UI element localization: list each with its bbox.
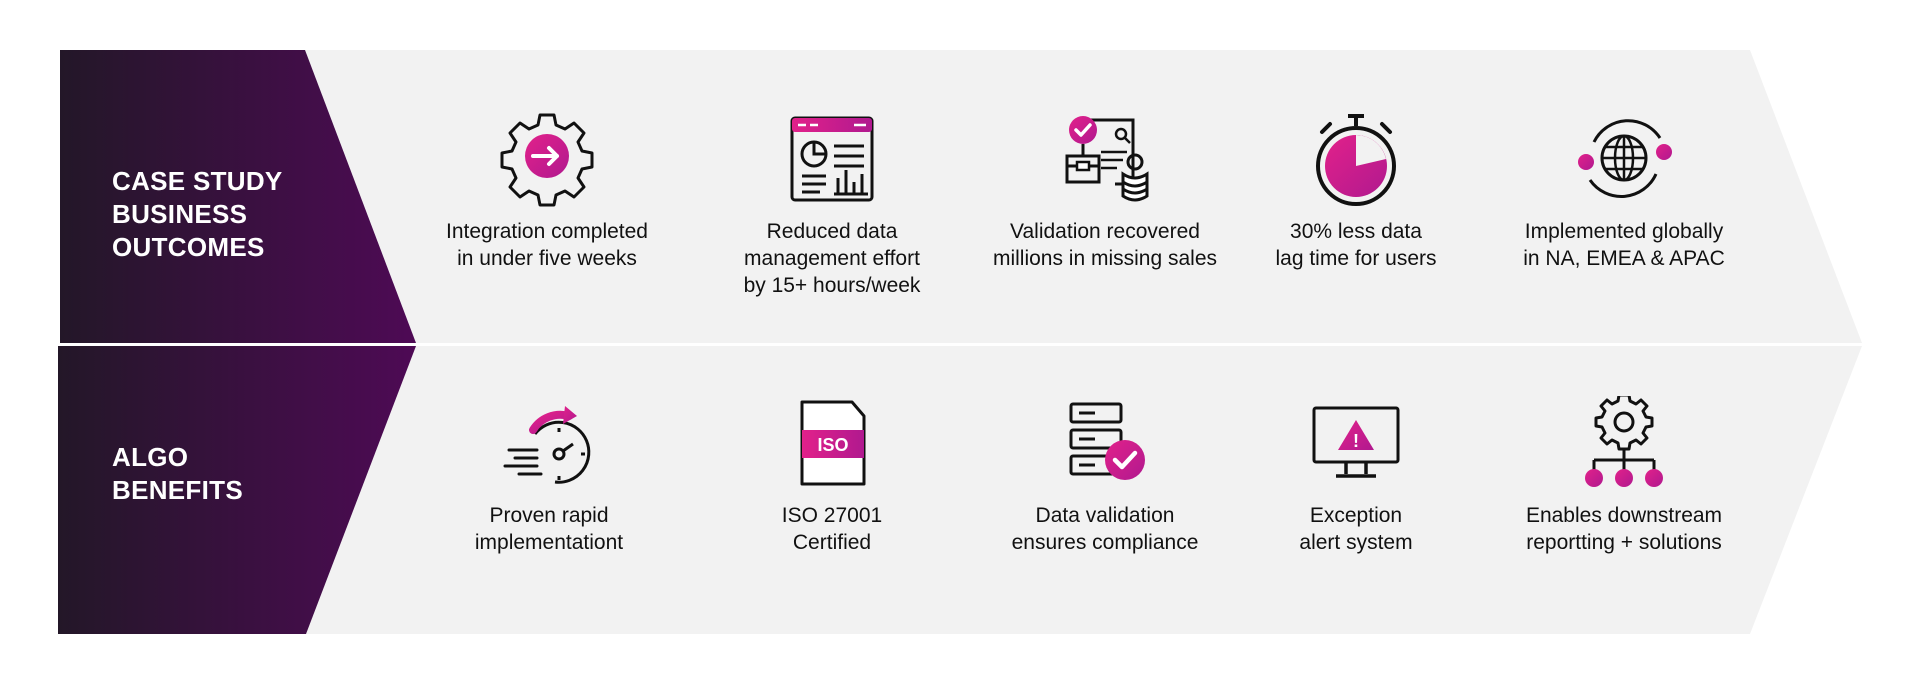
- iso-document-icon: ISO: [800, 400, 866, 486]
- caption-line: Implemented globally: [1524, 220, 1724, 243]
- item-caption: ISO 27001 Certified: [712, 502, 952, 556]
- outcome-item-integration: Integration completed in under five week…: [427, 112, 667, 272]
- outcome-item-reduced-effort: Reduced data management effort by 15+ ho…: [712, 112, 952, 299]
- caption-line: reportting + solutions: [1526, 531, 1722, 554]
- row-label-line: BENEFITS: [112, 475, 243, 505]
- caption-line: 30% less data: [1290, 220, 1422, 243]
- outcome-item-lag-time: 30% less data lag time for users: [1236, 112, 1476, 272]
- chevron-row-bottom: [58, 346, 1862, 634]
- benefit-item-iso-certified: ISO ISO 27001 Certified: [712, 396, 952, 556]
- document-validation-icon: [1065, 116, 1149, 202]
- caption-line: Data validation: [1035, 504, 1175, 527]
- globe-orbit-icon: [1578, 119, 1672, 198]
- gear-network-icon: [1585, 396, 1663, 487]
- iso-badge-text: ISO: [817, 435, 848, 455]
- gear-arrow-icon: [500, 113, 594, 207]
- benefit-item-data-validation: Data validation ensures compliance: [985, 396, 1225, 556]
- caption-line: millions in missing sales: [992, 247, 1218, 270]
- benefit-item-rapid-implementation: Proven rapid implementationt: [429, 396, 669, 556]
- caption-line: Validation recovered: [1010, 220, 1200, 243]
- caption-line: implementationt: [474, 531, 624, 554]
- benefit-item-exception-alert: ! Exception alert system: [1236, 396, 1476, 556]
- item-caption: Integration completed in under five week…: [427, 218, 667, 272]
- item-caption: Proven rapid implementationt: [429, 502, 669, 556]
- item-caption: Reduced data management effort by 15+ ho…: [712, 218, 952, 299]
- caption-line: in NA, EMEA & APAC: [1523, 247, 1725, 270]
- caption-line: Reduced data: [766, 220, 898, 243]
- alert-mark-text: !: [1353, 431, 1359, 451]
- speed-clock-icon: [503, 406, 591, 484]
- label-panel-bottom: [58, 346, 416, 634]
- monitor-alert-icon: !: [1312, 406, 1400, 478]
- row-label-algo-benefits: ALGO BENEFITS: [112, 441, 243, 507]
- caption-line: management effort: [744, 247, 920, 270]
- row-label-line: ALGO: [112, 442, 189, 472]
- benefit-item-downstream-reporting: Enables downstream reportting + solution…: [1504, 396, 1744, 556]
- caption-line: Integration completed: [446, 220, 648, 243]
- chevron-row-top: [60, 50, 1862, 343]
- row-label-line: BUSINESS: [112, 199, 248, 229]
- caption-line: ensures compliance: [1011, 531, 1199, 554]
- row-label-line: CASE STUDY: [112, 166, 283, 196]
- outcome-item-global: Implemented globally in NA, EMEA & APAC: [1504, 112, 1744, 272]
- caption-line: Certified: [792, 531, 872, 554]
- outcome-item-validation: Validation recovered millions in missing…: [985, 112, 1225, 272]
- row-label-line: OUTCOMES: [112, 232, 265, 262]
- caption-line: Exception: [1309, 504, 1403, 527]
- item-caption: 30% less data lag time for users: [1236, 218, 1476, 272]
- item-caption: Validation recovered millions in missing…: [985, 218, 1225, 272]
- caption-line: Proven rapid: [489, 504, 609, 527]
- item-caption: Implemented globally in NA, EMEA & APAC: [1504, 218, 1744, 272]
- caption-line: Enables downstream: [1525, 504, 1723, 527]
- label-panel-top: [60, 50, 416, 343]
- server-check-icon: [1069, 402, 1145, 480]
- caption-line: lag time for users: [1275, 247, 1437, 270]
- caption-line: by 15+ hours/week: [743, 274, 921, 297]
- caption-line: alert system: [1299, 531, 1413, 554]
- item-caption: Enables downstream reportting + solution…: [1504, 502, 1744, 556]
- row-label-business-outcomes: CASE STUDY BUSINESS OUTCOMES: [112, 165, 283, 264]
- caption-line: ISO 27001: [781, 504, 883, 527]
- item-caption: Data validation ensures compliance: [985, 502, 1225, 556]
- dashboard-window-icon: [790, 116, 874, 202]
- item-caption: Exception alert system: [1236, 502, 1476, 556]
- stopwatch-icon: [1316, 114, 1396, 206]
- caption-line: in under five weeks: [457, 247, 637, 270]
